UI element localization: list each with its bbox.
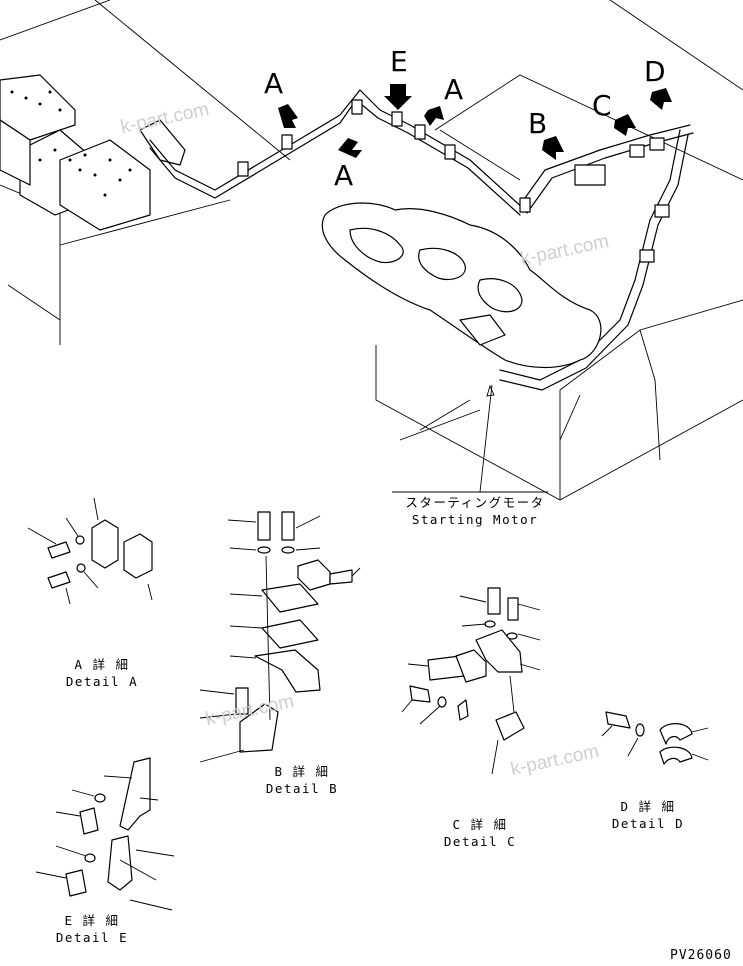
- arrow-d: [650, 88, 672, 110]
- leader-arrowhead: [486, 384, 495, 397]
- detail-d-caption: D 詳 細 Detail D: [608, 798, 688, 832]
- relay-box: [139, 119, 186, 166]
- detail-d-en: Detail D: [611, 816, 685, 831]
- detail-d-leaders: [601, 725, 709, 761]
- view-arrows: [278, 84, 672, 160]
- detail-c-en: Detail C: [443, 834, 517, 849]
- detail-b-drawing: [235, 511, 353, 753]
- engine-body: [321, 202, 602, 369]
- arrow-c: [614, 114, 636, 136]
- detail-a-leaders: [27, 497, 153, 605]
- detail-b-leaders: [199, 515, 361, 763]
- arrow-a-right: [424, 106, 444, 126]
- detail-a-en: Detail A: [65, 674, 139, 689]
- detail-d-jp: D 詳 細: [620, 799, 676, 814]
- detail-c-caption: C 詳 細 Detail C: [440, 816, 520, 850]
- detail-e-en: Detail E: [55, 930, 129, 945]
- arrow-e: [384, 84, 412, 110]
- arrow-a-left: [278, 104, 298, 128]
- detail-c-drawing: [409, 587, 525, 741]
- starting-motor-leader: [479, 384, 493, 493]
- detail-d-drawing: [605, 711, 693, 765]
- frame-lines: [0, 0, 743, 501]
- detail-c-jp: C 詳 細: [452, 817, 508, 832]
- view-label-b: B: [528, 107, 548, 140]
- detail-e-jp: E 詳 細: [64, 913, 120, 928]
- detail-a-caption: A 詳 細 Detail A: [62, 656, 142, 690]
- detail-b-caption: B 詳 細 Detail B: [262, 763, 342, 797]
- detail-e-caption: E 詳 細 Detail E: [52, 912, 132, 946]
- view-label-a-left: A: [264, 67, 284, 100]
- battery-block: [0, 74, 151, 231]
- battery-caps: [10, 90, 132, 197]
- part-code: PV26060: [670, 948, 732, 963]
- main-harness: [149, 89, 694, 391]
- detail-b-en: Detail B: [265, 781, 339, 796]
- detail-a-drawing: [47, 519, 153, 589]
- arrow-a-mid: [338, 138, 362, 158]
- view-label-a-right: A: [444, 73, 464, 106]
- starting-motor-callout: スターティングモータ Starting Motor: [400, 494, 550, 528]
- starting-motor-jp: スターティングモータ: [405, 495, 545, 510]
- arrow-b: [542, 136, 564, 160]
- detail-a-jp: A 詳 細: [74, 657, 130, 672]
- detail-c-leaders: [401, 595, 541, 775]
- starting-motor-en: Starting Motor: [411, 512, 539, 527]
- view-label-c: C: [592, 89, 612, 122]
- view-label-a-mid: A: [334, 159, 354, 192]
- view-label-d: D: [644, 55, 666, 88]
- harness-clamps: [237, 99, 670, 263]
- detail-e-leaders: [35, 775, 175, 911]
- detail-e-drawing: [65, 757, 151, 897]
- view-label-e: E: [390, 45, 408, 78]
- detail-b-jp: B 詳 細: [274, 764, 330, 779]
